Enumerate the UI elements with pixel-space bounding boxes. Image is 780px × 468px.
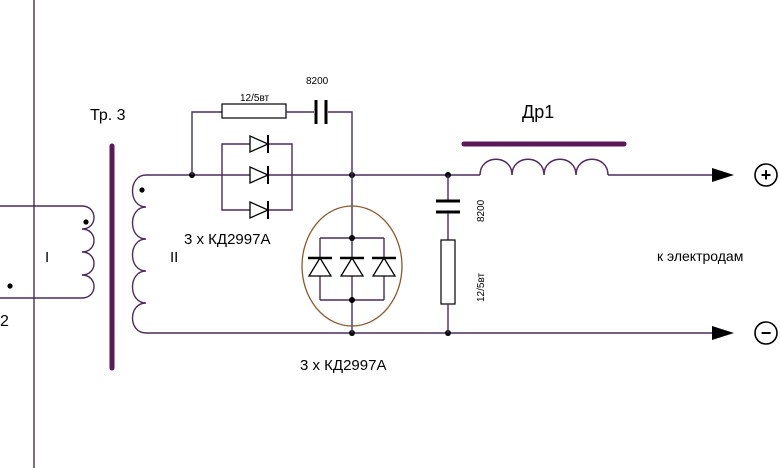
filter-capacitor-label: 8200 [476, 199, 487, 222]
plus-arrow [712, 168, 734, 182]
secondary-label: II [170, 249, 178, 266]
plus-symbol: + [761, 165, 772, 185]
snubber-resistor [221, 103, 287, 119]
minus-terminal [754, 321, 778, 345]
top-diodes-label: 3 x КД2997А [184, 231, 270, 248]
snubber-capacitor-label: 8200 [306, 76, 329, 87]
secondary-winding [131, 174, 147, 334]
primary-dot-marker [83, 219, 89, 225]
filter-resistor-label: 12/5вт [476, 272, 487, 302]
primary-winding [0, 205, 95, 299]
bridge-diode-group [301, 175, 403, 333]
diode [371, 256, 397, 277]
diode [339, 256, 365, 277]
rc-snubber [191, 100, 353, 175]
snubber-resistor-label: 12/5вт [240, 93, 270, 104]
filter-resistor [440, 239, 456, 305]
bridge-diodes-label: 3 x КД2997А [300, 357, 386, 374]
terminal-2-label: 2 [0, 313, 9, 330]
diode [249, 165, 270, 185]
diode [307, 256, 333, 277]
minus-symbol: − [761, 323, 772, 343]
top-diode-group [221, 134, 293, 220]
terminal-dot [7, 283, 13, 289]
secondary-dot-marker [139, 187, 145, 193]
transformer-label: Тр. 3 [90, 107, 126, 124]
minus-arrow [712, 326, 734, 340]
diode [249, 134, 270, 154]
diode [249, 200, 270, 220]
electrodes-label: к электродам [657, 248, 743, 264]
bridge-outline [301, 205, 403, 327]
choke [461, 141, 627, 178]
primary-label: I [45, 249, 49, 266]
choke-label: Др1 [522, 102, 554, 122]
plus-terminal [754, 163, 778, 187]
filter-branch [436, 175, 460, 333]
